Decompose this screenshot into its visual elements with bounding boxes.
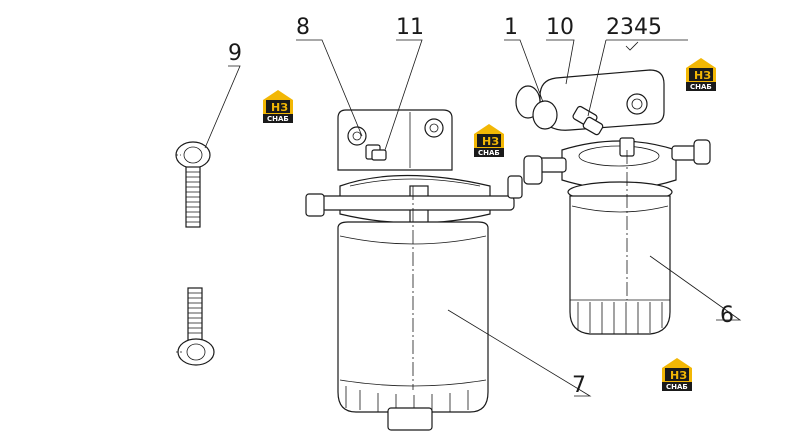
watermark-logo: НЗ СНАБ bbox=[474, 124, 504, 157]
callout-2345: 2345 bbox=[606, 15, 662, 40]
svg-text:СНАБ: СНАБ bbox=[267, 115, 289, 123]
svg-text:НЗ: НЗ bbox=[482, 135, 499, 148]
left-filter-assembly bbox=[305, 109, 523, 431]
right-filter-assembly bbox=[515, 69, 711, 335]
svg-text:СНАБ: СНАБ bbox=[478, 149, 500, 157]
callout-6: 6 bbox=[720, 303, 734, 328]
callout-1: 1 bbox=[504, 15, 518, 40]
svg-text:НЗ: НЗ bbox=[694, 69, 711, 82]
callout-11: 11 bbox=[396, 15, 424, 40]
callout-9: 9 bbox=[228, 41, 242, 66]
svg-text:СНАБ: СНАБ bbox=[690, 83, 712, 91]
callout-labels: 8 11 9 1 10 2345 6 7 bbox=[228, 15, 734, 398]
callout-7: 7 bbox=[572, 373, 586, 398]
leader-lines bbox=[204, 39, 742, 397]
svg-text:СНАБ: СНАБ bbox=[666, 383, 688, 391]
watermark-logo: НЗ СНАБ bbox=[263, 90, 293, 123]
callout-8: 8 bbox=[296, 15, 310, 40]
watermark-logo: НЗ СНАБ bbox=[686, 58, 716, 91]
svg-text:НЗ: НЗ bbox=[271, 101, 288, 114]
callout-10: 10 bbox=[546, 15, 574, 40]
banjo-fitting-bottom bbox=[176, 287, 215, 366]
banjo-fitting-top bbox=[175, 141, 211, 228]
watermark-logo: НЗ СНАБ bbox=[662, 358, 692, 391]
svg-text:НЗ: НЗ bbox=[670, 369, 687, 382]
